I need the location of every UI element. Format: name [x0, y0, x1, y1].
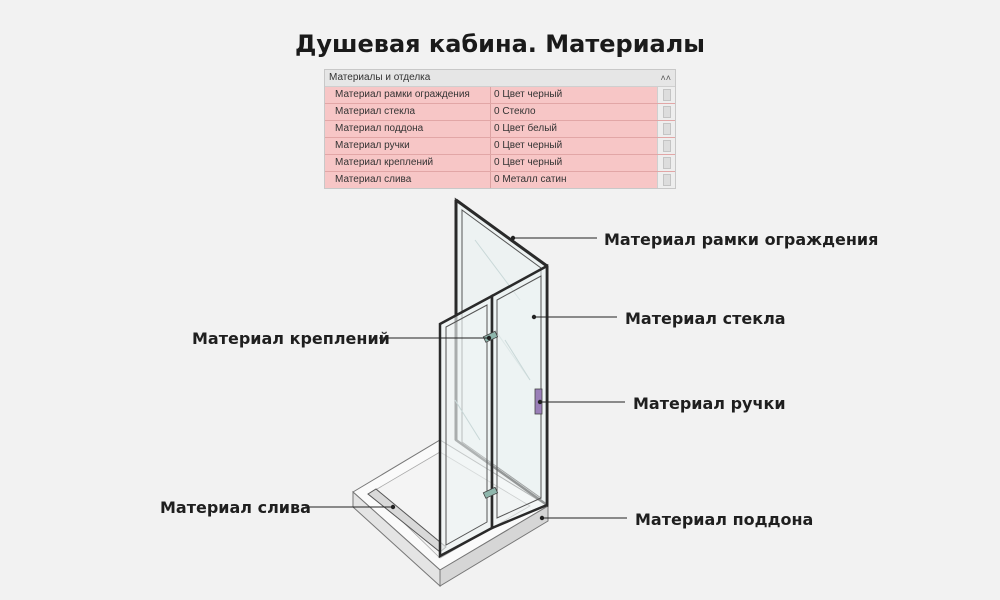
- property-value[interactable]: 0 Цвет черный: [491, 155, 657, 171]
- property-browse-button[interactable]: [657, 138, 675, 154]
- property-browse-button[interactable]: [657, 104, 675, 120]
- property-row[interactable]: Материал слива 0 Металл сатин: [325, 172, 675, 188]
- property-name: Материал поддона: [325, 121, 491, 137]
- property-row[interactable]: Материал рамки ограждения 0 Цвет черный: [325, 87, 675, 104]
- property-name: Материал рамки ограждения: [325, 87, 491, 103]
- page-title: Душевая кабина. Материалы: [295, 30, 705, 58]
- front-door-panels: [438, 263, 549, 559]
- callout-fasteners-material: Материал креплений: [192, 329, 390, 348]
- property-name: Материал слива: [325, 172, 491, 188]
- property-browse-button[interactable]: [657, 155, 675, 171]
- property-name: Материал стекла: [325, 104, 491, 120]
- callout-drain-material: Материал слива: [160, 498, 311, 517]
- property-browse-button[interactable]: [657, 172, 675, 188]
- property-value[interactable]: 0 Цвет белый: [491, 121, 657, 137]
- property-name: Материал ручки: [325, 138, 491, 154]
- property-row[interactable]: Материал стекла 0 Стекло: [325, 104, 675, 121]
- property-row[interactable]: Материал ручки 0 Цвет черный: [325, 138, 675, 155]
- property-value[interactable]: 0 Металл сатин: [491, 172, 657, 188]
- callout-handle-material: Материал ручки: [633, 394, 786, 413]
- collapse-icon[interactable]: ˄˄: [660, 73, 671, 83]
- callout-frame-material: Материал рамки ограждения: [604, 230, 879, 249]
- callout-tray-material: Материал поддона: [635, 510, 814, 529]
- property-browse-button[interactable]: [657, 87, 675, 103]
- leader-dots: [390, 235, 545, 521]
- property-value[interactable]: 0 Стекло: [491, 104, 657, 120]
- properties-group-header[interactable]: Материалы и отделка ˄˄: [325, 70, 675, 87]
- property-row[interactable]: Материал креплений 0 Цвет черный: [325, 155, 675, 172]
- properties-group-title: Материалы и отделка: [329, 72, 431, 83]
- property-row[interactable]: Материал поддона 0 Цвет белый: [325, 121, 675, 138]
- property-name: Материал креплений: [325, 155, 491, 171]
- leader-lines: [305, 237, 627, 519]
- property-browse-button[interactable]: [657, 121, 675, 137]
- property-value[interactable]: 0 Цвет черный: [491, 87, 657, 103]
- properties-panel: Материалы и отделка ˄˄ Материал рамки ог…: [324, 69, 676, 189]
- callout-glass-material: Материал стекла: [625, 309, 786, 328]
- property-value[interactable]: 0 Цвет черный: [491, 138, 657, 154]
